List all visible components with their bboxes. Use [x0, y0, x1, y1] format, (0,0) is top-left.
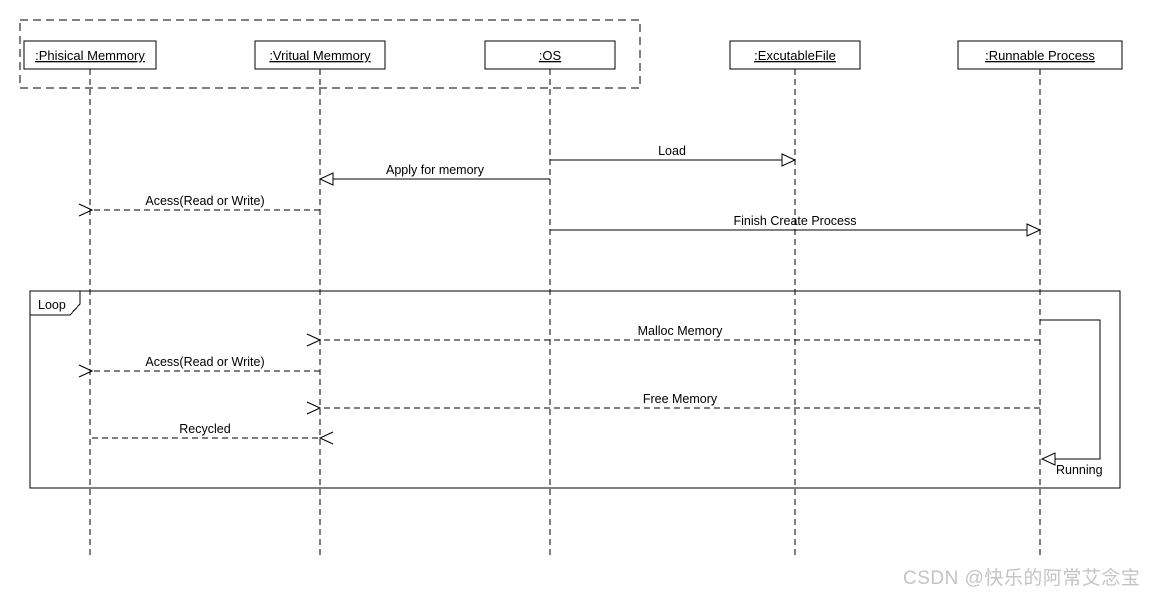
lifeline-name: :Runnable Process — [985, 48, 1095, 63]
lifeline-excutablefile: :ExcutableFile — [729, 40, 861, 70]
message-acess-read-or-write-2: Acess(Read or Write) — [92, 355, 320, 371]
loop-frame-border — [29, 290, 1121, 489]
lifeline-phisical-memmory: :Phisical Memmory — [23, 40, 157, 70]
message-label: Acess(Read or Write) — [145, 194, 264, 208]
message-acess-read-or-write-1: Acess(Read or Write) — [92, 194, 320, 210]
message-recycled: Recycled — [92, 422, 320, 438]
message-label: Running — [1056, 463, 1103, 477]
creation-frame — [19, 19, 641, 89]
loop-frame-label: Loop — [38, 298, 66, 312]
message-label: Malloc Memory — [638, 324, 723, 338]
message-label: Free Memory — [643, 392, 718, 406]
message-finish-create-process: Finish Create Process — [550, 214, 1042, 237]
message-free-memory: Free Memory — [320, 392, 1040, 408]
lifeline-runnable-process: :Runnable Process — [957, 40, 1123, 70]
message-line — [1040, 319, 1101, 466]
lifeline-name: :Phisical Memmory — [35, 48, 145, 63]
message-label: Recycled — [179, 422, 230, 436]
message-label: Apply for memory — [386, 163, 485, 177]
loop-frame: Loop — [29, 290, 1121, 489]
lifeline-head-box — [254, 40, 386, 70]
message-label: Acess(Read or Write) — [145, 355, 264, 369]
lifeline-name: :ExcutableFile — [754, 48, 836, 63]
message-running-self: Running — [1040, 319, 1103, 477]
watermark: CSDN @快乐的阿常艾念宝 — [903, 568, 1141, 589]
lifeline-head-box — [729, 40, 861, 70]
lifeline-name: :Vritual Memmory — [269, 48, 371, 63]
message-label: Load — [658, 144, 686, 158]
lifeline-name: :OS — [539, 48, 562, 63]
message-malloc-memory: Malloc Memory — [320, 324, 1040, 340]
lifeline-head-box — [23, 40, 157, 70]
lifeline-os: :OS — [484, 40, 616, 70]
lifeline-head-box — [957, 40, 1123, 70]
lifeline-head-box — [484, 40, 616, 70]
message-label: Finish Create Process — [734, 214, 857, 228]
message-apply-for-memory: Apply for memory — [318, 163, 550, 186]
message-load: Load — [550, 144, 797, 167]
lifeline-vritual-memmory: :Vritual Memmory — [254, 40, 386, 70]
loop-frame-pentagon — [29, 290, 81, 316]
